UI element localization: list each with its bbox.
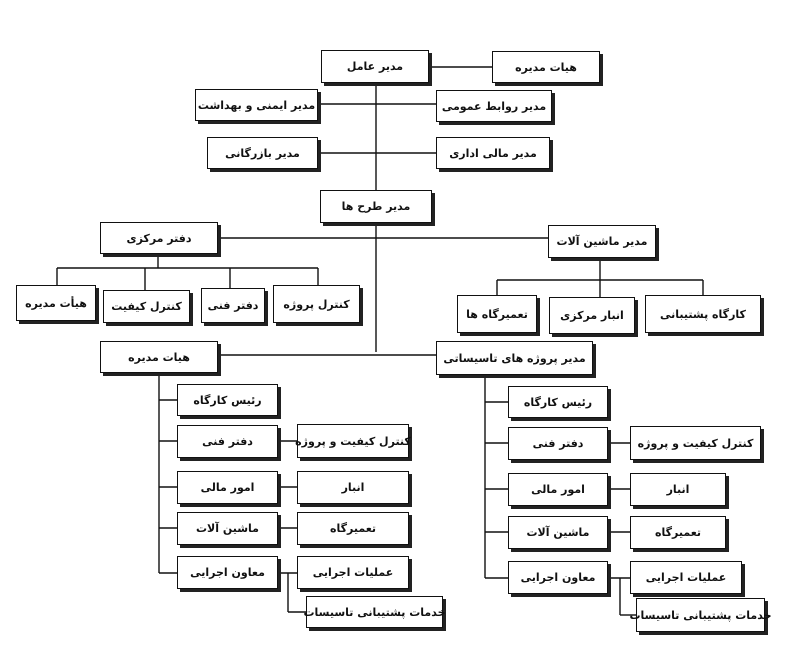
right-finance-box: امور مالی xyxy=(508,473,608,506)
left-tech-office-box: دفتر فنی xyxy=(177,425,278,458)
central-office-box: دفتر مرکزی xyxy=(100,222,218,254)
right-support-services-box: خدمات پشتیبانی تاسیسات xyxy=(629,598,772,632)
right-machinery-box: ماشین آلات xyxy=(508,516,608,549)
left-support-services-box: خدمات پشتیبانی تاسیسات xyxy=(303,596,446,628)
left-quality-project-box: کنترل کیفیت و پروژه xyxy=(295,424,411,458)
ceo-box: مدیر عامل xyxy=(321,50,429,83)
board-box: هیات مدیره xyxy=(492,51,600,83)
right-branch-title-box: مدیر پروژه های تاسیساتی xyxy=(436,341,593,375)
right-warehouse-box: انبار xyxy=(630,473,726,506)
left-workshop-box: تعمیرگاه xyxy=(297,512,409,545)
right-site-chief-box: رئیس کارگاه xyxy=(508,386,608,418)
machinery-manager-box: مدیر ماشین آلات xyxy=(548,225,656,258)
left-branch-title-box: هیات مدیره xyxy=(100,341,218,373)
right-operations-box: عملیات اجرایی xyxy=(630,561,742,594)
left-operations-box: عملیات اجرایی xyxy=(297,556,409,589)
right-tech-office-box: دفتر فنی xyxy=(508,427,608,460)
safety-manager-box: مدیر ایمنی و بهداشت xyxy=(195,89,318,121)
central-warehouse-box: انبار مرکزی xyxy=(549,297,635,334)
right-exec-deputy-box: معاون اجرایی xyxy=(508,561,608,594)
commerce-manager-box: مدیر بازرگانی xyxy=(207,137,318,169)
support-workshop-box: کارگاه پشتیبانی xyxy=(645,295,761,333)
left-warehouse-box: انبار xyxy=(297,471,409,504)
left-exec-deputy-box: معاون اجرایی xyxy=(177,556,278,589)
left-machinery-box: ماشین آلات xyxy=(177,512,278,545)
right-workshop-box: تعمیرگاه xyxy=(630,516,726,549)
right-quality-project-box: کنترل کیفیت و پروژه xyxy=(630,426,761,460)
project-control-box: کنترل پروژه xyxy=(273,285,360,323)
technical-office-box: دفتر فنی xyxy=(201,288,265,323)
pr-manager-box: مدیر روابط عمومی xyxy=(436,90,552,122)
quality-control-box: کنترل کیفیت xyxy=(103,290,190,323)
central-board-box: هیأت مدیره xyxy=(16,285,96,321)
workshops-box: تعمیرگاه ها xyxy=(457,295,537,333)
finance-manager-box: مدیر مالی اداری xyxy=(436,137,550,169)
left-finance-box: امور مالی xyxy=(177,471,278,504)
left-site-chief-box: رئیس کارگاه xyxy=(177,384,278,416)
plans-manager-box: مدیر طرح ها xyxy=(320,190,432,223)
